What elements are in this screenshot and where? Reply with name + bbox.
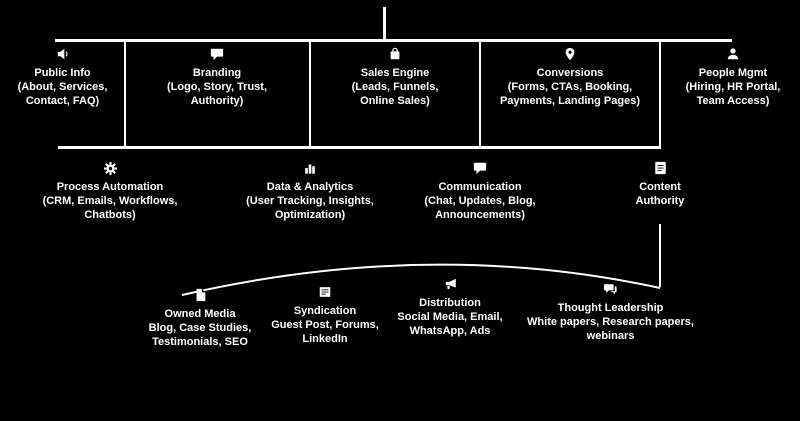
gear-icon xyxy=(103,160,118,176)
speech-bubble-icon xyxy=(473,160,487,176)
node-subtitle-line: Optimization) xyxy=(274,209,346,221)
node-subtitle-line: (User Tracking, Insights, xyxy=(246,195,374,207)
node-subtitle-line: Authority) xyxy=(190,95,244,107)
node-syndication: Syndication Guest Post, Forums, LinkedIn xyxy=(258,284,392,346)
node-subtitle-line: Chatbots) xyxy=(84,209,136,221)
connector-divider-3 xyxy=(479,42,481,147)
node-subtitle-line: Online Sales) xyxy=(360,95,430,107)
node-title: Process Automation xyxy=(56,181,164,193)
connector-divider-1 xyxy=(124,42,126,147)
connector-rail-level2 xyxy=(58,146,661,149)
node-communication: Communication (Chat, Updates, Blog, Anno… xyxy=(402,160,558,222)
person-icon xyxy=(726,46,740,62)
node-thought-leadership: Thought Leadership White papers, Researc… xyxy=(518,281,703,343)
shopping-bag-icon xyxy=(388,46,402,62)
node-title: Public Info xyxy=(34,67,91,79)
node-data-analytics: Data & Analytics (User Tracking, Insight… xyxy=(230,160,390,222)
connector-root-vertical xyxy=(383,7,386,41)
node-title: Sales Engine xyxy=(360,67,430,79)
bar-chart-icon xyxy=(303,160,317,176)
node-branding: Branding (Logo, Story, Trust, Authority) xyxy=(152,46,282,108)
node-subtitle-line: Social Media, Email, xyxy=(397,311,503,323)
node-title: Distribution xyxy=(419,297,481,309)
node-subtitle-line: (About, Services, xyxy=(17,81,108,93)
node-content-authority: Content Authority xyxy=(626,160,694,208)
connector-divider-4 xyxy=(659,42,661,147)
node-sales-engine: Sales Engine (Leads, Funnels, Online Sal… xyxy=(330,46,460,108)
node-distribution: Distribution Social Media, Email, WhatsA… xyxy=(372,276,528,338)
node-subtitle-line: LinkedIn xyxy=(302,333,348,345)
node-title: Thought Leadership xyxy=(557,302,664,314)
node-public-info: Public Info (About, Services, Contact, F… xyxy=(5,46,120,108)
connector-divider-2 xyxy=(309,42,311,147)
node-subtitle-line: Announcements) xyxy=(435,209,525,221)
node-subtitle-line: Contact, FAQ) xyxy=(25,95,100,107)
chat-bubble-icon xyxy=(210,46,224,62)
node-title: Communication xyxy=(438,181,522,193)
node-title: Owned Media xyxy=(164,308,236,320)
node-subtitle-line: Blog, Case Studies, xyxy=(148,322,252,334)
node-conversions: Conversions (Forms, CTAs, Booking, Payme… xyxy=(492,46,648,108)
node-subtitle-line: White papers, Research papers, xyxy=(527,316,694,328)
node-subtitle-line: Payments, Landing Pages) xyxy=(500,95,640,107)
node-people-mgmt: People Mgmt (Hiring, HR Portal, Team Acc… xyxy=(668,46,798,108)
node-subtitle-line: (CRM, Emails, Workflows, xyxy=(42,195,178,207)
node-subtitle-line: Testimonials, SEO xyxy=(152,336,248,348)
connector-rail-level1 xyxy=(55,39,732,42)
node-title: Content Authority xyxy=(635,181,685,207)
megaphone-icon xyxy=(443,276,458,292)
node-subtitle-line: WhatsApp, Ads xyxy=(409,325,491,337)
node-subtitle-line: (Chat, Updates, Blog, xyxy=(424,195,536,207)
node-title: Branding xyxy=(192,67,242,79)
node-subtitle-line: (Hiring, HR Portal, xyxy=(685,81,781,93)
node-process-automation: Process Automation (CRM, Emails, Workflo… xyxy=(35,160,185,222)
speech-bubbles-icon xyxy=(603,281,618,297)
node-title: People Mgmt xyxy=(698,67,768,79)
node-title: Syndication xyxy=(293,305,357,317)
newspaper-icon xyxy=(318,284,332,300)
connector-content-authority-vertical xyxy=(659,224,661,287)
node-subtitle-line: (Leads, Funnels, xyxy=(351,81,439,93)
speaker-icon xyxy=(56,46,70,62)
node-subtitle-line: Guest Post, Forums, xyxy=(271,319,379,331)
node-subtitle-line: (Logo, Story, Trust, xyxy=(166,81,267,93)
node-subtitle-line: Team Access) xyxy=(696,95,770,107)
node-subtitle-line: webinars xyxy=(586,330,635,342)
page-icon xyxy=(194,287,207,303)
document-icon xyxy=(654,160,667,176)
node-title: Data & Analytics xyxy=(266,181,354,193)
location-pin-icon xyxy=(563,46,577,62)
node-owned-media: Owned Media Blog, Case Studies, Testimon… xyxy=(130,287,270,349)
node-subtitle-line: (Forms, CTAs, Booking, xyxy=(507,81,633,93)
node-title: Conversions xyxy=(536,67,604,79)
